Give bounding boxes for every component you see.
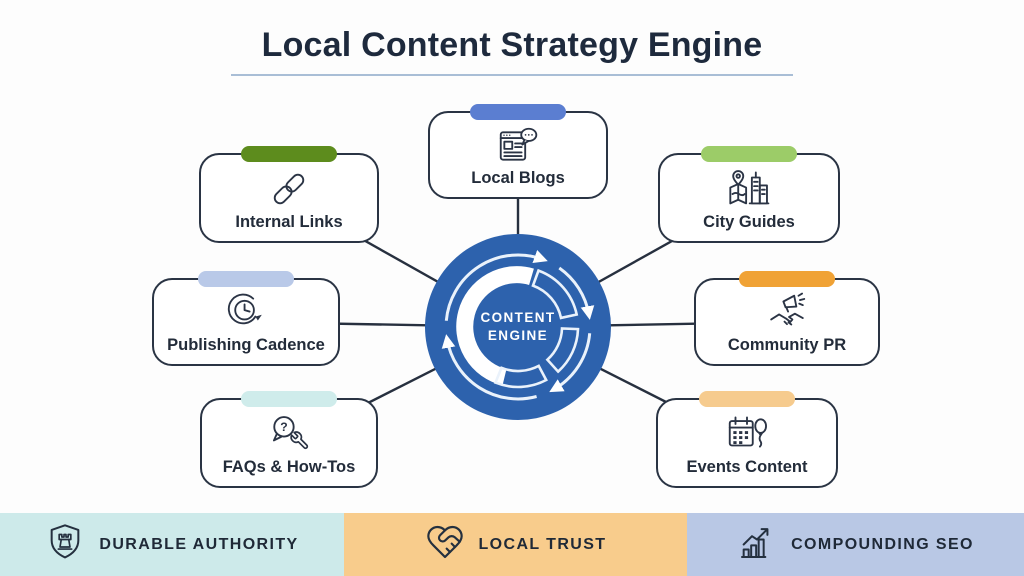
content-engine-hub: CONTENT ENGINE	[423, 232, 613, 422]
accent-pill	[701, 146, 797, 162]
node-city-guides: City Guides	[658, 146, 840, 243]
title-underline	[231, 74, 793, 76]
node-label: Local Blogs	[471, 169, 565, 187]
node-label: FAQs & How-Tos	[222, 458, 356, 476]
node-label: Community PR	[727, 336, 847, 354]
heart-handshake-icon	[425, 522, 465, 567]
node-label: Internal Links	[235, 213, 343, 231]
accent-pill	[198, 271, 294, 287]
clock-cycle-icon	[223, 280, 269, 336]
header: Local Content Strategy Engine	[0, 26, 1024, 76]
node-events-content: Events Content	[656, 391, 838, 488]
accent-pill	[739, 271, 835, 287]
shield-castle-icon	[45, 522, 85, 567]
node-label: City Guides	[703, 213, 795, 231]
hub-label: CONTENT ENGINE	[423, 232, 613, 422]
engine-cycle-icon	[425, 234, 611, 420]
accent-pill	[241, 146, 337, 162]
svg-text:?: ?	[280, 420, 287, 434]
footer-label: COMPOUNDING SEO	[791, 535, 974, 553]
blog-comment-icon	[493, 113, 543, 169]
megaphone-handshake-icon	[763, 280, 811, 336]
hub-label-line1: CONTENT	[480, 309, 556, 325]
map-city-icon	[724, 155, 774, 213]
page-title: Local Content Strategy Engine	[261, 26, 763, 64]
node-faqs-how-tos: ? FAQs & How-Tos	[200, 391, 378, 488]
chain-link-icon	[266, 155, 312, 213]
growth-chart-icon	[737, 522, 777, 567]
node-internal-links: Internal Links	[199, 146, 379, 243]
footer-label: LOCAL TRUST	[478, 535, 607, 553]
accent-pill	[241, 391, 337, 407]
accent-pill	[470, 104, 566, 120]
node-local-blogs: Local Blogs	[428, 104, 608, 199]
footer-local-trust: LOCAL TRUST	[344, 513, 687, 576]
footer-compounding-seo: COMPOUNDING SEO	[687, 513, 1024, 576]
accent-pill	[699, 391, 795, 407]
calendar-balloon-icon	[721, 400, 773, 458]
node-label: Events Content	[686, 458, 808, 476]
footer-band: DURABLE AUTHORITY LOCAL TRUST	[0, 513, 1024, 576]
footer-label: DURABLE AUTHORITY	[99, 535, 299, 553]
footer-durable-authority: DURABLE AUTHORITY	[0, 513, 344, 576]
node-publishing-cadence: Publishing Cadence	[152, 271, 340, 366]
hub-label-line2: ENGINE	[487, 328, 549, 343]
question-wrench-icon: ?	[266, 400, 312, 458]
node-label: Publishing Cadence	[167, 336, 325, 354]
node-community-pr: Community PR	[694, 271, 880, 366]
